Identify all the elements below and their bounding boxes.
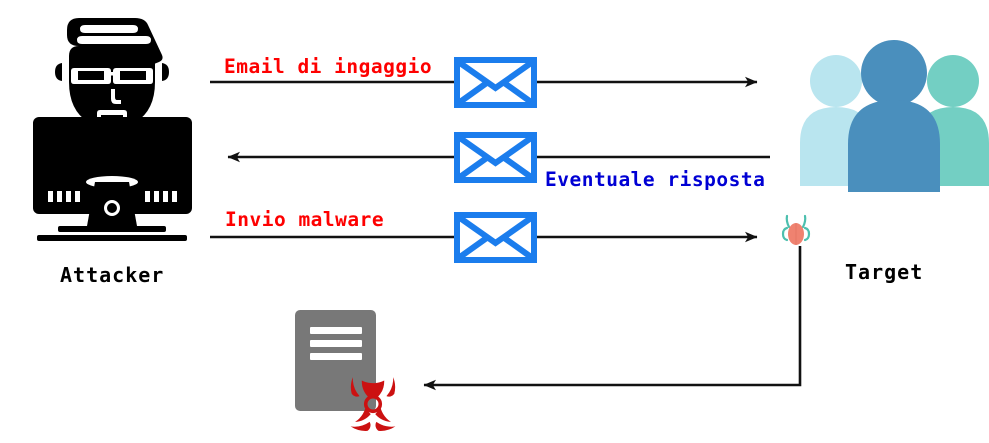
envelope-icon-3 bbox=[454, 212, 537, 263]
envelope-icon-1 bbox=[454, 57, 537, 108]
biohazard-icon bbox=[350, 377, 396, 431]
flow-arrow-4 bbox=[423, 246, 802, 391]
hacker-computer-icon bbox=[33, 18, 192, 241]
envelope-icon-2 bbox=[454, 132, 537, 183]
flow-label-1: Email di ingaggio bbox=[224, 55, 433, 78]
attacker-label: Attacker bbox=[60, 263, 165, 287]
target-label: Target bbox=[845, 260, 924, 284]
bug-icon bbox=[781, 214, 811, 245]
flow-label-3: Invio malware bbox=[225, 208, 385, 231]
server-document-icon bbox=[295, 310, 376, 411]
flow-label-2: Eventuale risposta bbox=[545, 168, 766, 191]
people-group-icon bbox=[800, 40, 989, 192]
